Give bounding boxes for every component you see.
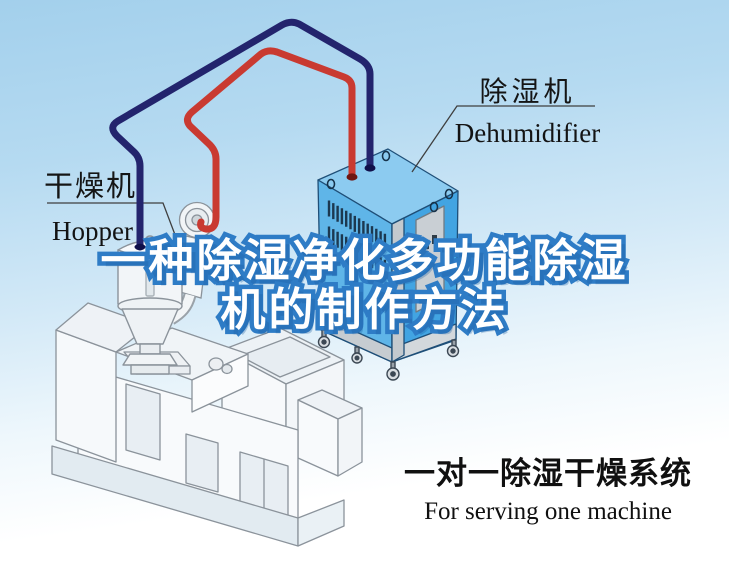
hopper-hose-collar: [134, 243, 146, 251]
injection-molding-machine-icon: [51, 302, 363, 547]
caster-wheels: [317, 329, 460, 381]
caption-en: For serving one machine: [424, 498, 672, 525]
hopper-leader-line: [47, 202, 178, 241]
hopper-label-zh: 干燥机: [44, 169, 138, 203]
watermark-line-1: 一种除湿净化多功能除湿: [96, 232, 630, 290]
blue-hose-fitting: [364, 164, 376, 172]
hopper-label: 干燥机 Hopper: [44, 163, 154, 247]
dehumidifier-machine-icon: [317, 148, 460, 381]
system-caption: 一对一除湿干燥系统 For serving one machine: [392, 448, 704, 526]
watermark-title: 一种除湿净化多功能除湿 机的制作方法: [0, 232, 729, 339]
blue-air-hose: [109, 18, 374, 251]
watermark-line-2: 机的制作方法: [216, 281, 510, 339]
dehumidifier-leader-line: [411, 105, 595, 173]
drying-hopper-icon: [117, 235, 183, 375]
hopper-label-en: Hopper: [52, 216, 133, 246]
lifting-eyelets: [326, 150, 454, 213]
louver-vents: [327, 200, 387, 276]
caption-zh: 一对一除湿干燥系统: [404, 456, 692, 492]
dehumidifier-label: 除湿机 Dehumidifier: [445, 70, 610, 149]
dehumidifier-label-en: Dehumidifier: [454, 118, 601, 148]
red-air-hose: [183, 47, 356, 233]
red-hose-fitting: [346, 173, 358, 181]
dehumidifier-label-zh: 除湿机: [479, 75, 576, 108]
